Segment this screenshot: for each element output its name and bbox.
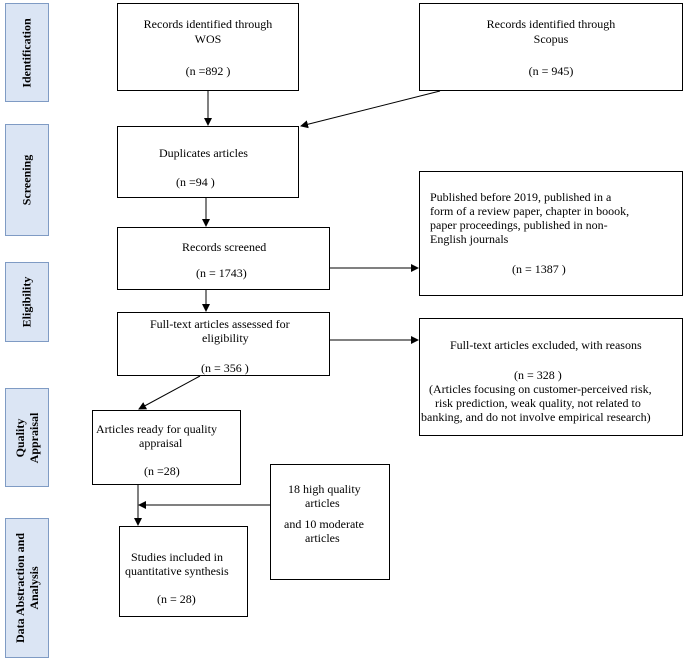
- box-scopus-records: Records identified through Scopus (n = 9…: [419, 3, 683, 91]
- stage-screening: Screening: [5, 124, 49, 236]
- box-fulltext-assessed: Full-text articles assessed for eligibil…: [117, 312, 330, 376]
- stage-identification: Identification: [5, 3, 49, 102]
- quality-ready-line2: appraisal: [139, 436, 183, 450]
- fulltext-line2: eligibility: [202, 331, 249, 345]
- excluded-fulltext-count: (n = 328 ): [514, 368, 562, 382]
- excluded-screening-line1: Published before 2019, published in a: [430, 190, 612, 204]
- quality-result-line4: articles: [305, 531, 340, 545]
- screened-count: (n = 1743): [196, 266, 247, 280]
- scopus-line1: Records identified through: [486, 17, 616, 31]
- excluded-fulltext-line3: risk prediction, weak quality, not relat…: [435, 396, 641, 410]
- excluded-screening-line2: form of a review paper, chapter in boook…: [430, 204, 630, 218]
- wos-count: (n =892 ): [185, 64, 231, 78]
- screened-line1: Records screened: [182, 240, 267, 254]
- excluded-screening-line3: paper proceedings, published in non-: [430, 218, 608, 232]
- stage-eligibility: Eligibility: [5, 262, 49, 342]
- excluded-screening-count: (n = 1387 ): [512, 262, 566, 276]
- included-line2: quantitative synthesis: [125, 564, 229, 578]
- scopus-line2: Scopus: [533, 32, 569, 46]
- wos-line2: WOS: [194, 32, 222, 46]
- box-wos-records: Records identified through WOS (n =892 ): [117, 3, 299, 91]
- box-quality-result: 18 high quality articles and 10 moderate…: [270, 464, 390, 580]
- box-excluded-screening: Published before 2019, published in a fo…: [419, 171, 683, 296]
- quality-result-line2: articles: [305, 496, 340, 510]
- box-quality-ready: Articles ready for quality appraisal (n …: [92, 410, 241, 485]
- quality-result-line3: and 10 moderate: [284, 517, 364, 531]
- wos-line1: Records identified through: [143, 17, 273, 31]
- stage-data-abstraction: Data Abstraction and Analysis: [5, 518, 49, 658]
- excluded-screening-line4: English journals: [430, 232, 509, 246]
- duplicates-count: (n =94 ): [176, 175, 215, 189]
- quality-ready-line1: Articles ready for quality: [96, 422, 217, 436]
- box-duplicates: Duplicates articles (n =94 ): [117, 126, 299, 198]
- quality-ready-count: (n =28): [144, 464, 180, 478]
- excluded-fulltext-line1: Full-text articles excluded, with reason…: [450, 338, 642, 352]
- fulltext-count: (n = 356 ): [201, 361, 249, 375]
- excluded-fulltext-line2: (Articles focusing on customer-perceived…: [429, 382, 652, 396]
- quality-result-line1: 18 high quality: [288, 482, 361, 496]
- arrow-fulltext-to-quality: [138, 375, 201, 410]
- box-studies-included: Studies included in quantitative synthes…: [119, 526, 248, 617]
- included-line1: Studies included in: [131, 550, 223, 564]
- box-excluded-fulltext: Full-text articles excluded, with reason…: [419, 318, 683, 436]
- fulltext-line1: Full-text articles assessed for: [150, 317, 290, 331]
- arrow-scopus-to-duplicates: [300, 90, 441, 129]
- duplicates-line1: Duplicates articles: [159, 146, 248, 160]
- excluded-fulltext-line4: banking, and do not involve empirical re…: [421, 410, 651, 424]
- included-count: (n = 28): [157, 592, 196, 606]
- stage-quality-appraisal: Quality Appraisal: [5, 388, 49, 487]
- box-records-screened: Records screened (n = 1743): [117, 227, 330, 290]
- scopus-count: (n = 945): [528, 64, 574, 78]
